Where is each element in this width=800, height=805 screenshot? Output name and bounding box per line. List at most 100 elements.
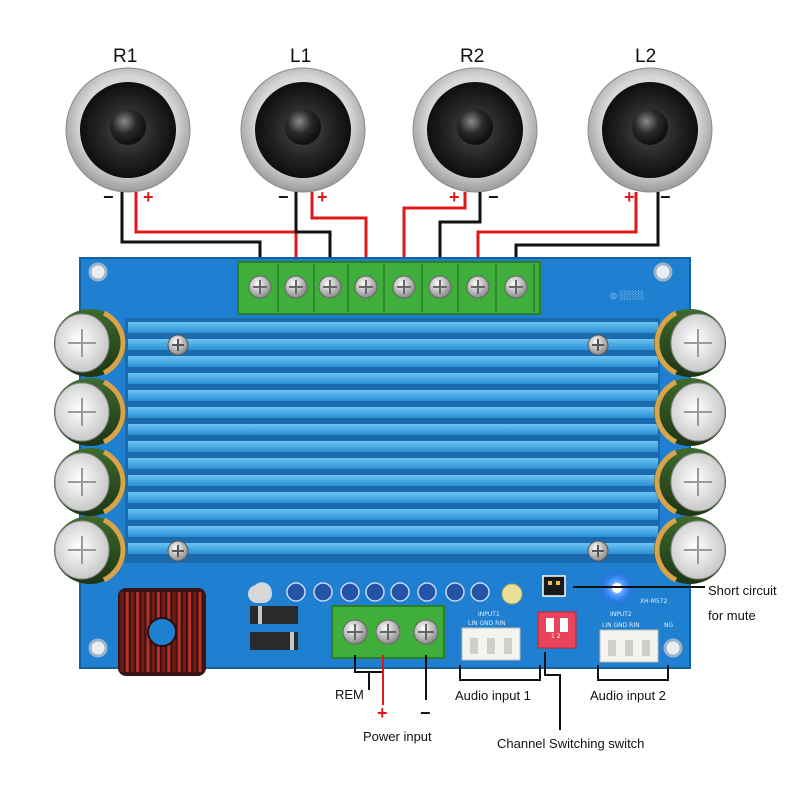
small-capacitor [417, 582, 437, 602]
speaker-wire-5 [438, 192, 482, 268]
screw-slot [172, 339, 184, 351]
polarity-minus-r2: − [488, 187, 499, 207]
speaker-wire-3 [310, 192, 368, 268]
speaker-l1 [240, 67, 366, 193]
capacitor-stripe [102, 517, 126, 583]
capacitor-vent [68, 398, 96, 426]
heatsink-fin [128, 543, 658, 554]
capacitor-stripe [654, 449, 678, 515]
capacitor-vent [684, 536, 712, 564]
terminal-screw-slot [397, 280, 411, 294]
channel-dip-switch [537, 611, 577, 649]
audio-input-1-connector [461, 627, 521, 661]
silk-switch-marks: 1 2 [551, 633, 561, 640]
silk-input2: INPUT2 [610, 611, 632, 618]
capacitor-vent [684, 329, 712, 357]
terminal-screw-slot [323, 280, 337, 294]
capacitor-vent [68, 468, 96, 496]
small-capacitor-row [252, 582, 523, 605]
screw-slot [592, 339, 604, 351]
capacitor-stripe [102, 449, 126, 515]
power-plus-sign: + [377, 703, 388, 723]
capacitor-left [54, 309, 126, 377]
toroid-inductor [118, 588, 206, 676]
capacitor-vent [68, 536, 96, 564]
silk-module: XH-M572 [640, 598, 668, 605]
heatsink-fin [128, 339, 658, 350]
heatsink-fin [128, 407, 658, 418]
power-input-terminal [331, 605, 445, 659]
power-minus-sign: − [420, 703, 431, 723]
speaker-dust-cap [632, 109, 668, 145]
terminal-screw-slot [509, 280, 523, 294]
heatsink-fin [128, 390, 658, 401]
power-terminal-slot [418, 624, 434, 640]
capacitor-stripe [654, 379, 678, 445]
capacitor-right [654, 516, 726, 584]
audio-input-2-connector [599, 629, 659, 663]
annotation-channel-switch: Channel Switching switch [497, 736, 645, 751]
small-capacitor [252, 582, 272, 602]
mounting-holes [88, 262, 683, 658]
speaker-r1 [65, 67, 191, 193]
mute-jumper [542, 575, 566, 597]
polarity-minus-l2: − [660, 187, 671, 207]
terminal-screw-slot [359, 280, 373, 294]
speaker-wire-0 [120, 192, 262, 268]
heatsink-fin [128, 509, 658, 520]
power-terminal-slot [380, 624, 396, 640]
capacitor-stripe [654, 310, 678, 376]
speaker-l2 [587, 67, 713, 193]
heatsink-fin [128, 475, 658, 486]
small-capacitor [390, 582, 410, 602]
terminal-screw-slot [471, 280, 485, 294]
capacitor-vent [684, 468, 712, 496]
annotation-audio-input-1: Audio input 1 [455, 688, 531, 703]
capacitor-left [54, 378, 126, 446]
polarity-minus-l1: − [278, 187, 289, 207]
capacitor-vent [68, 329, 96, 357]
speaker-dust-cap [110, 109, 146, 145]
silk-input2-pins: LIN GND RIN [602, 622, 640, 629]
terminal-screw-slot [253, 280, 267, 294]
small-capacitor [313, 582, 333, 602]
heatsink-fin [128, 441, 658, 452]
capacitor-right [654, 378, 726, 446]
speaker-label-l2: L2 [635, 46, 657, 67]
annotation-for-mute: for mute [708, 608, 756, 623]
capacitor-right [654, 309, 726, 377]
silk-input1-pins: LIN GND RIN [468, 620, 506, 627]
silk-corner: NG [664, 622, 674, 629]
capacitor-left [54, 516, 126, 584]
speaker-wire-1 [134, 192, 298, 268]
terminal-screw-slot [433, 280, 447, 294]
silk-input1: INPUT1 [478, 611, 500, 618]
annotation-audio-input-2: Audio input 2 [590, 688, 666, 703]
small-capacitor [365, 582, 385, 602]
annotation-short-circuit: Short circuit [708, 583, 777, 598]
polarity-plus-l1: + [317, 187, 328, 207]
annotation-rem: REM [335, 687, 364, 702]
speaker-output-terminal-block [237, 261, 541, 315]
speaker-wire-2 [294, 192, 332, 268]
small-capacitor [286, 582, 306, 602]
heatsink-fin [128, 322, 658, 333]
terminal-screw-slot [289, 280, 303, 294]
speaker-wire-7 [514, 192, 660, 268]
heatsink-fin [128, 424, 658, 435]
polarity-plus-l2: + [624, 187, 635, 207]
capacitor-stripe [102, 379, 126, 445]
heatsink-fin [128, 526, 658, 537]
polarity-minus-r1: − [103, 187, 114, 207]
speaker-dust-cap [285, 109, 321, 145]
capacitor-right [654, 448, 726, 516]
speaker-label-r2: R2 [460, 46, 485, 67]
capacitor-stripe [102, 310, 126, 376]
speaker-label-r1: R1 [113, 46, 138, 67]
capacitor-stripe [654, 517, 678, 583]
speaker-r2 [412, 67, 538, 193]
screw-slot [172, 545, 184, 557]
heatsink-fin [128, 492, 658, 503]
